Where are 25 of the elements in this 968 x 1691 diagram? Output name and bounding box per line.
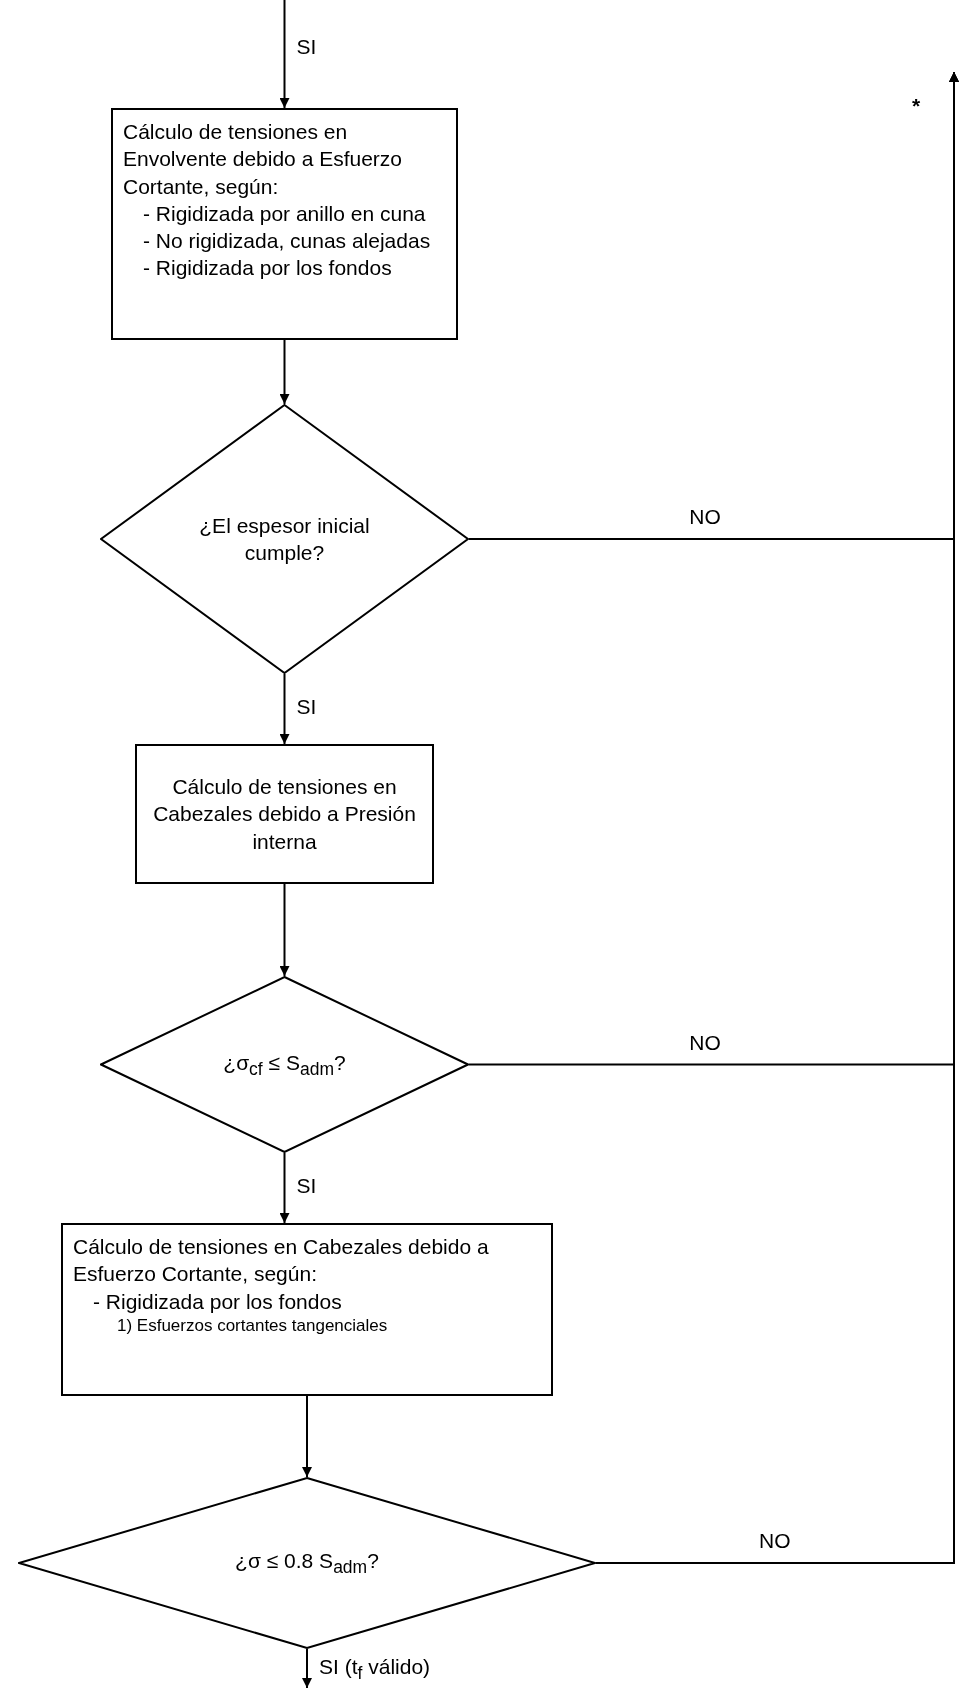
list-item: - Rigidizada por los fondos bbox=[142, 255, 393, 282]
arrow bbox=[302, 1648, 312, 1689]
decision-diamond bbox=[100, 404, 469, 674]
box-text: Cálculo de tensiones en Cabezales debido a Presión interna bbox=[152, 774, 417, 855]
arrow bbox=[302, 1395, 312, 1478]
process-box bbox=[61, 1223, 553, 1396]
list-item: 1) Esfuerzos cortantes tangenciales bbox=[116, 1314, 389, 1337]
arrow bbox=[279, 673, 290, 745]
arrow bbox=[279, 1152, 290, 1224]
process-box bbox=[135, 744, 434, 884]
arrow bbox=[279, 883, 290, 977]
arrow bbox=[595, 71, 959, 1564]
list-item: - Rigidizada por los fondos bbox=[92, 1288, 343, 1315]
box-text: Cálculo de tensiones en Cabezales debido a Esfuerzo Cortante, según: bbox=[73, 1234, 490, 1288]
box-text: Cálculo de tensiones en Envolvente debido a Esfuerzo Cortante, según: bbox=[123, 119, 404, 200]
process-box bbox=[111, 108, 458, 340]
decision-diamond bbox=[100, 976, 469, 1153]
list-item: - No rigidizada, cunas alejadas bbox=[142, 228, 432, 255]
question-text: ¿El espesor inicial cumple? bbox=[198, 512, 371, 566]
question-text: ¿σ ≤ 0.8 S$_{adm}$? bbox=[234, 1548, 380, 1579]
arrow bbox=[279, 339, 290, 405]
arrow bbox=[279, 0, 290, 109]
list-item: - Rigidizada por anillo en cuna bbox=[142, 200, 427, 227]
decision-diamond bbox=[18, 1477, 596, 1649]
question-text: ¿σ$_{cf}$ ≤ S$_{adm}$? bbox=[222, 1049, 347, 1081]
